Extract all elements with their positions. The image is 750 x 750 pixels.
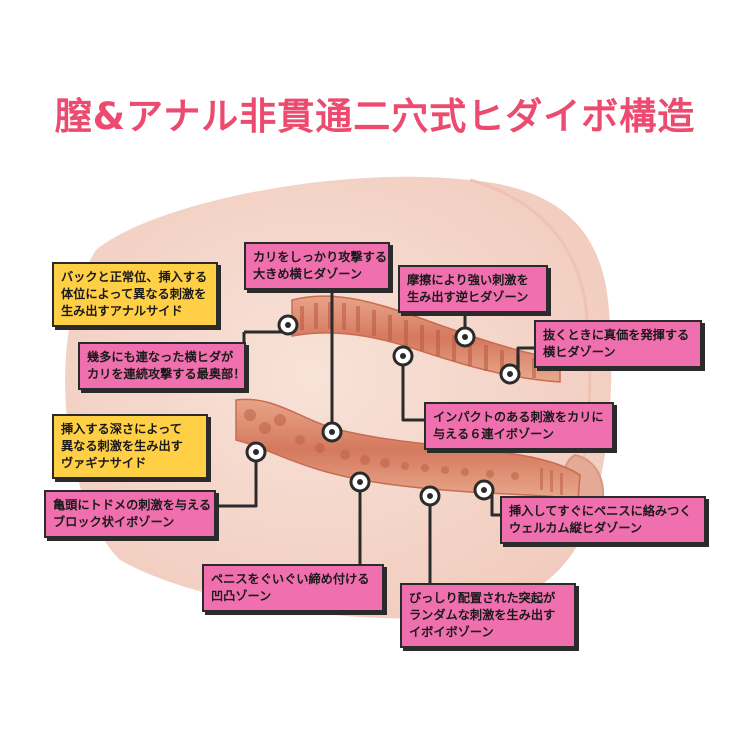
label-nuku: 抜くときに真価を発揮する 横ヒダゾーン (534, 320, 702, 368)
marker-upper-left (277, 314, 299, 336)
target-markers (245, 314, 521, 507)
label-kari-yoko: カリをしっかり攻撃する 大きめ横ヒダゾーン (244, 242, 390, 290)
marker-guigui (349, 471, 371, 493)
label-ikuenimo: 幾多にも連なった横ヒダが カリを連続攻撃する最奥部！ (78, 342, 246, 390)
label-back: バックと正常位、挿入する 体位によって異なる刺激を 生み出すアナルサイド (52, 262, 218, 327)
vaginal-canal-bumps (244, 409, 563, 495)
marker-welcome (473, 479, 495, 501)
label-sounyuu-fuka: 挿入する深さによって 異なる刺激を生み出す ヴァギナサイド (52, 414, 208, 479)
label-masatsu: 摩擦により強い刺激を 生み出す逆ヒダゾーン (398, 265, 548, 313)
label-bisshiri: びっしり配置された突起が ランダムな刺激を生み出す イボイボゾーン (400, 583, 576, 648)
marker-block (245, 441, 267, 463)
marker-pull-fold (499, 363, 521, 385)
marker-center (321, 421, 343, 443)
label-welcome: 挿入してすぐにペニスに絡みつく ウェルカム縦ヒダゾーン (500, 496, 706, 544)
label-guigui: ペニスをぐいぐい締め付ける 凹凸ゾーン (202, 564, 384, 612)
leader-lines (214, 282, 536, 585)
label-impact: インパクトのある刺激をカリに 与える６連イボゾーン (424, 402, 614, 450)
marker-bisshiri (419, 485, 441, 507)
page-title: 膣&アナル非貫通二穴式ヒダイボ構造 (54, 95, 696, 138)
label-kitou: 亀頭にトドメの刺激を与える ブロック状イボゾーン (44, 490, 216, 538)
marker-reverse-fold (454, 326, 476, 348)
marker-impact (392, 345, 414, 367)
